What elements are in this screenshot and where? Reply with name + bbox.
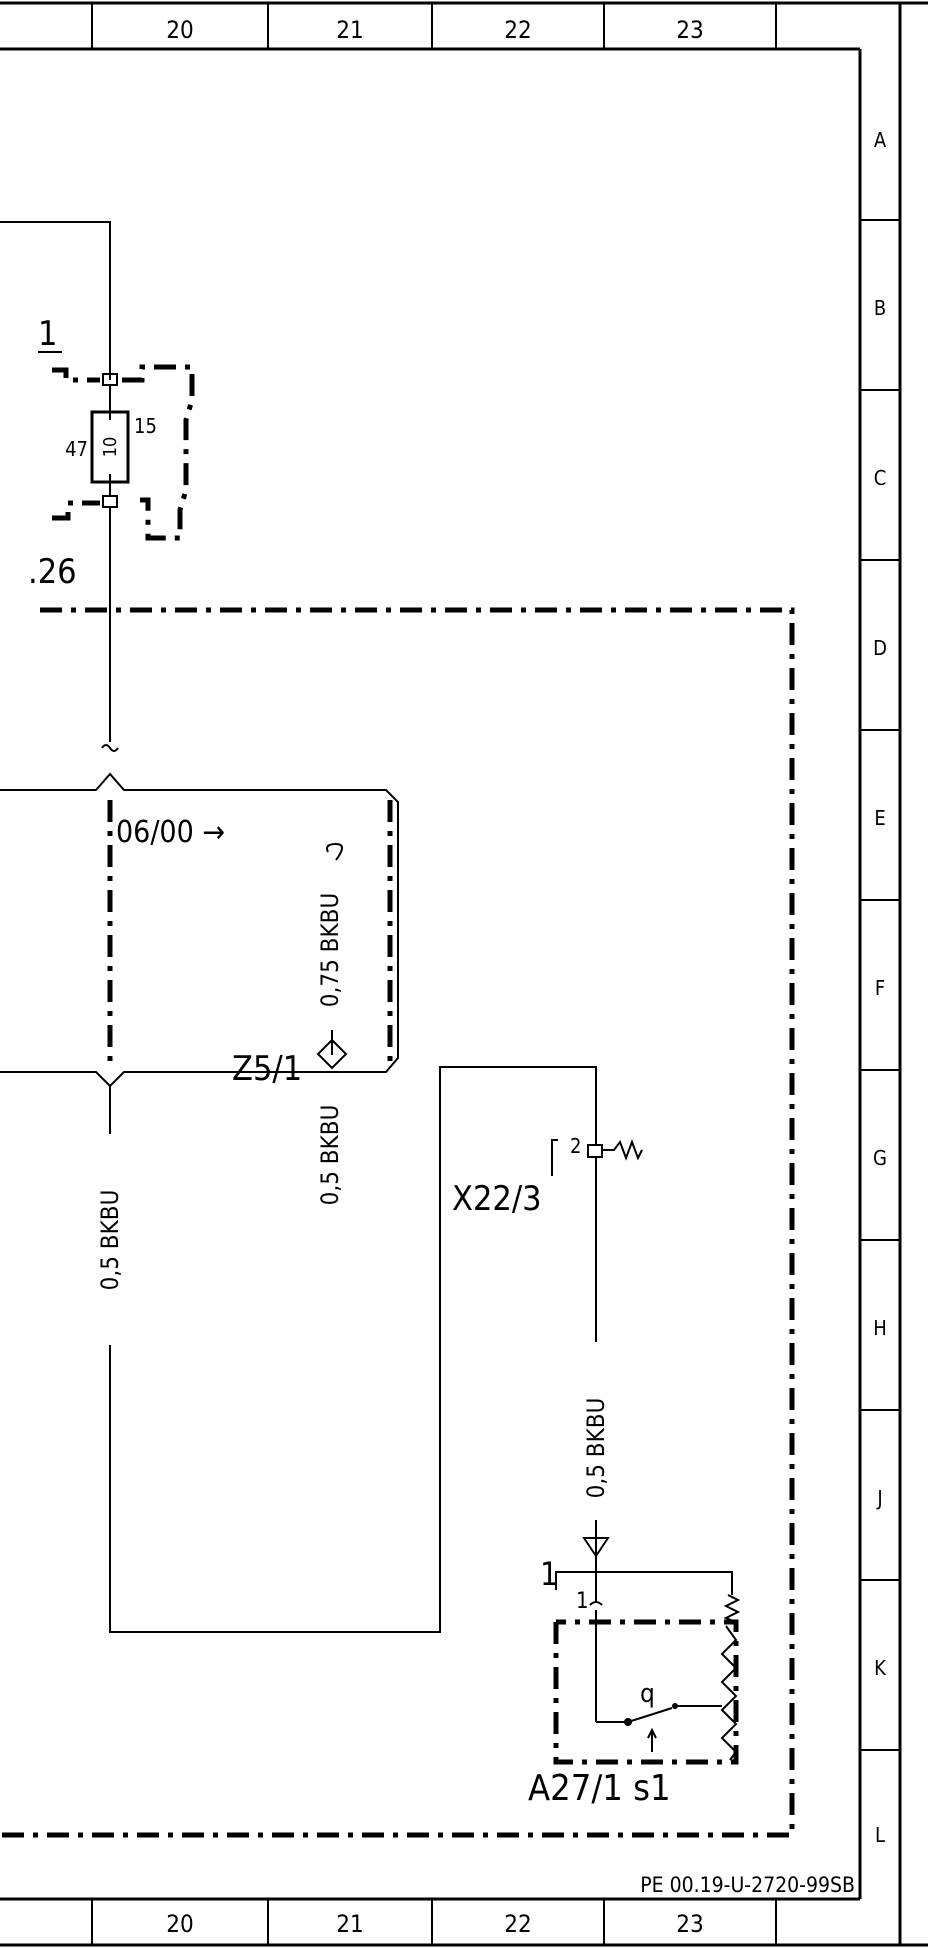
x22-pin-label: 2 (570, 1134, 581, 1158)
wire-05-right-label: 0,5 BKBU (582, 1398, 610, 1499)
col-label-top: 21 (336, 16, 363, 44)
col-label-bottom: 20 (166, 1910, 193, 1938)
row-label: G (873, 1146, 887, 1170)
fuse-number-label: 10 (100, 437, 121, 458)
connector-x22-3-label: X22/3 (452, 1179, 542, 1219)
fuse-terminal-15-label: 15 (134, 414, 157, 438)
row-label: K (874, 1656, 887, 1680)
variant-box: 06/00 → 0,75 BKBU 0,5 BKBU Z5/1 (0, 772, 399, 1206)
wire-05-inner-label: 0,5 BKBU (316, 1105, 344, 1206)
col-label-top: 20 (166, 16, 193, 44)
column-labels-top: 20 21 22 23 (166, 16, 703, 44)
row-label: H (873, 1316, 887, 1340)
row-label: E (874, 806, 885, 830)
wire-fuse-feed (0, 221, 111, 380)
component-a27-label: A27/1 s1 (528, 1768, 671, 1809)
row-label: B (874, 296, 886, 320)
row-label: J (876, 1486, 882, 1510)
connector-26-label: .26 (28, 552, 77, 592)
col-label-top: 23 (676, 16, 703, 44)
splice-z5-1 (316, 1038, 348, 1070)
row-label: D (873, 636, 887, 660)
connector-1-label: 1 (38, 314, 57, 354)
row-label: L (875, 1823, 885, 1847)
a27-pin-outer-label: 1 (540, 1555, 558, 1593)
row-label: C (874, 466, 887, 490)
component-a27-1-s1: 1 1 q A27/1 s1 (528, 1555, 741, 1809)
fuse-terminal-bottom (102, 495, 118, 508)
col-label-bottom: 21 (336, 1910, 363, 1938)
col-label-bottom: 22 (504, 1910, 531, 1938)
left-wire-loop: 0,5 BKBU (96, 1066, 597, 1633)
fuse-terminal-47-label: 47 (65, 437, 88, 461)
row-label: F (875, 976, 885, 1000)
row-labels: A B C D E F G H J K L (873, 128, 887, 1847)
drawing-number: PE 00.19-U-2720-99SB (640, 1873, 855, 1897)
connector-x22-3: 2 X22/3 0,5 BKBU (452, 1134, 643, 1558)
col-label-top: 22 (504, 16, 531, 44)
col-label-bottom: 23 (676, 1910, 703, 1938)
switch-q-label: q (640, 1679, 655, 1709)
column-labels-bottom: 20 21 22 23 (166, 1910, 703, 1938)
row-label: A (874, 128, 887, 152)
fuse-block: 10 47 15 1 .26 (0, 221, 195, 752)
wire-tick-top (326, 842, 343, 861)
splice-z5-1-label: Z5/1 (232, 1049, 302, 1089)
a27-pin-inner-label: 1 (576, 1589, 589, 1614)
date-marker-label: 06/00 → (116, 815, 225, 850)
wire-075-label: 0,75 BKBU (316, 893, 344, 1008)
wire-05-left-label: 0,5 BKBU (96, 1190, 124, 1291)
outer-dashed-enclosure (0, 607, 795, 1838)
